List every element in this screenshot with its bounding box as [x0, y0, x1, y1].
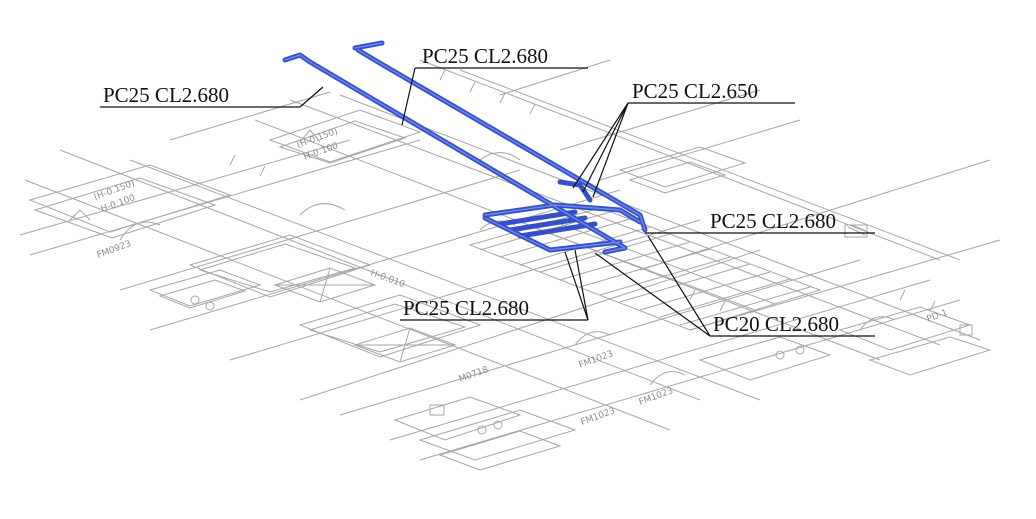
pipe-bundle-mid-2 [507, 215, 588, 233]
door-tag-3: FM1023 [580, 406, 617, 428]
floorplan-fixtures [69, 129, 973, 435]
floorplan-dimension-ticks [229, 69, 936, 312]
door-tag-5: M0718 [458, 365, 490, 385]
callout-label-c2: PC25 CL2.680 [422, 44, 548, 68]
pipe-bundle-mid-4 [557, 179, 593, 203]
floorplan-rooms [28, 109, 992, 471]
floorplan-long-lines [19, 59, 1001, 461]
door-tag-1: FM0923 [96, 239, 133, 261]
callout-label-c6: PC20 CL2.680 [713, 312, 839, 336]
callout-label-c3: PC25 CL2.650 [632, 79, 758, 103]
conduit-pipes [282, 40, 648, 255]
pipe-bundle-mid [497, 209, 578, 227]
callout-label-c4: PC25 CL2.680 [710, 209, 836, 233]
floorplan-linework [19, 59, 1001, 471]
floorplan-staircase [468, 207, 822, 331]
floorplan-door-arcs [119, 152, 896, 386]
callout-label-c5: PC25 CL2.680 [403, 296, 529, 320]
leader-c5 [400, 249, 589, 321]
floorplan-shafts [273, 267, 457, 363]
door-tag-4: FM1023 [638, 386, 675, 408]
callout-labels: PC25 CL2.680 PC25 CL2.680 PC25 CL2.650 P… [103, 44, 839, 336]
pipe-bundle-mid-3 [517, 221, 598, 239]
pipe-run-right [352, 40, 648, 233]
callout-leaders [100, 67, 875, 337]
leader-c6 [594, 235, 875, 337]
callout-label-c1: PC25 CL2.680 [103, 83, 229, 107]
door-tag-2: FM1023 [578, 349, 615, 371]
leader-c2 [401, 67, 588, 126]
leader-c3 [572, 102, 795, 198]
level-mark-e: H-0.010 [369, 268, 406, 290]
leader-c1 [100, 86, 324, 108]
